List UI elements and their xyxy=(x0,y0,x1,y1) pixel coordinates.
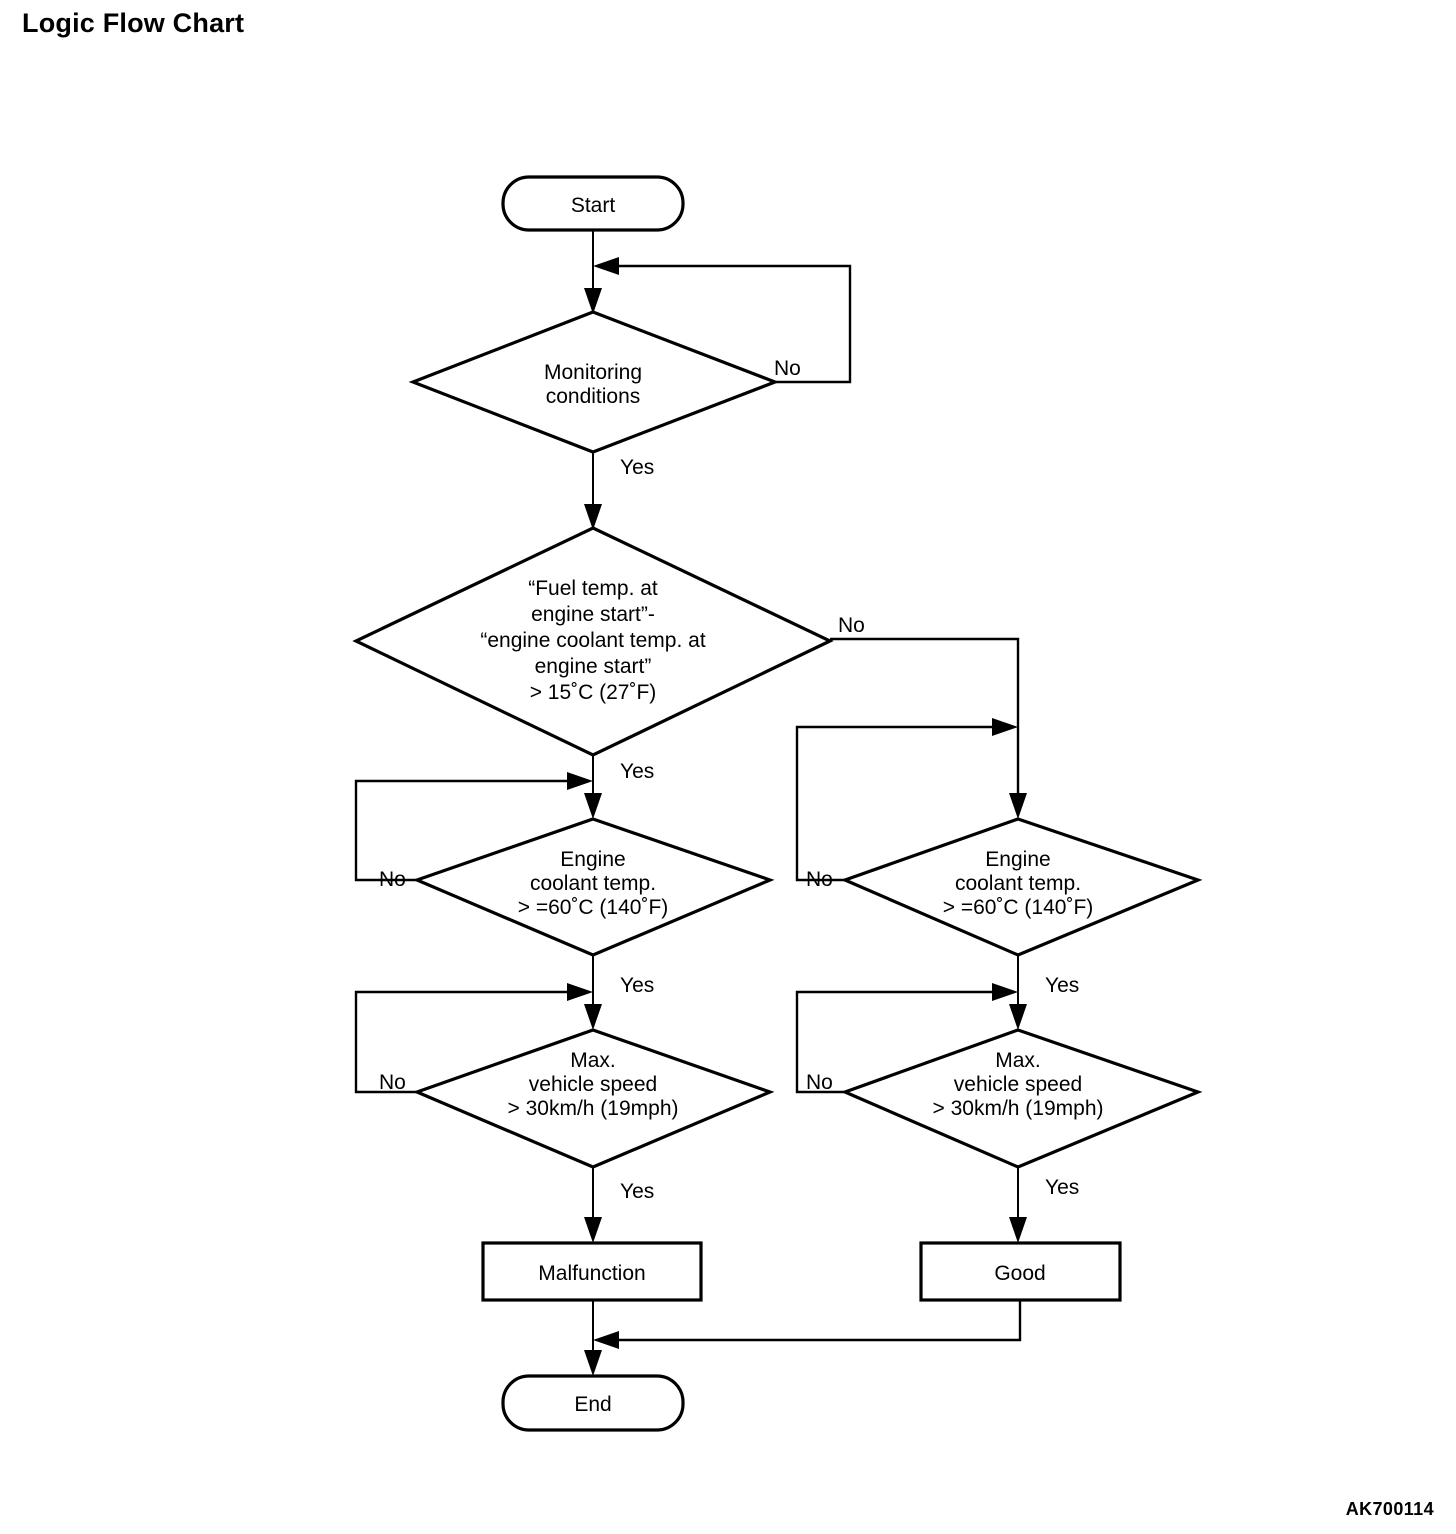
node-fuel-temp-line-5: > 15˚C (27˚F) xyxy=(530,681,657,704)
edge-coolant-left-no-loop xyxy=(354,772,593,882)
node-monitoring-conditions[interactable]: Monitoring conditions xyxy=(408,310,780,454)
node-speed-left-line-2: vehicle speed xyxy=(529,1073,657,1096)
node-coolant-left-line-1: Engine xyxy=(560,848,625,871)
node-malfunction[interactable]: Malfunction xyxy=(481,1241,703,1302)
node-good[interactable]: Good xyxy=(919,1241,1122,1302)
node-fuel-temp-line-1: “Fuel temp. at xyxy=(528,577,658,600)
edge-malfunction-to-end xyxy=(584,1300,602,1376)
edge-good-to-end xyxy=(593,1300,1022,1349)
node-speed-right-line-1: Max. xyxy=(995,1049,1041,1072)
node-end-label: End xyxy=(574,1393,611,1416)
edge-monitoring-yes xyxy=(584,452,602,530)
node-speed-right-line-3: > 30km/h (19mph) xyxy=(933,1097,1104,1120)
branch-label-speed-left-yes: Yes xyxy=(620,1180,654,1203)
edge-fueltemp-yes xyxy=(584,755,602,819)
node-vehicle-speed-right[interactable]: Max. vehicle speed > 30km/h (19mph) xyxy=(840,1028,1203,1169)
branch-label-speed-right-yes: Yes xyxy=(1045,1176,1079,1199)
node-good-label: Good xyxy=(994,1262,1045,1285)
branch-label-monitoring-no: No xyxy=(774,357,801,380)
node-coolant-right-line-1: Engine xyxy=(985,848,1050,871)
node-coolant-right-line-2: coolant temp. xyxy=(955,872,1081,895)
diagram-code: AK700114 xyxy=(1345,1499,1434,1519)
node-fuel-temp-line-3: “engine coolant temp. at xyxy=(480,629,705,652)
edge-start-to-monitoring xyxy=(584,230,602,314)
node-end[interactable]: End xyxy=(501,1374,685,1432)
edge-fueltemp-no xyxy=(830,637,1027,819)
node-malfunction-label: Malfunction xyxy=(538,1262,645,1285)
node-start-label: Start xyxy=(571,194,616,217)
edge-coolant-right-no-loop xyxy=(795,718,1018,882)
node-monitoring-line-2: conditions xyxy=(546,385,641,408)
edge-coolant-left-yes xyxy=(584,955,602,1030)
node-fuel-temp-line-2: engine start”- xyxy=(531,603,655,626)
node-fuel-temp[interactable]: “Fuel temp. at engine start”- “engine co… xyxy=(352,526,834,757)
edge-speed-left-no-loop xyxy=(354,983,593,1094)
node-speed-left-line-1: Max. xyxy=(570,1049,616,1072)
node-speed-left-line-3: > 30km/h (19mph) xyxy=(508,1097,679,1120)
branch-label-monitoring-yes: Yes xyxy=(620,456,654,479)
page-title: Logic Flow Chart xyxy=(22,8,245,38)
node-monitoring-line-1: Monitoring xyxy=(544,361,642,384)
node-start[interactable]: Start xyxy=(501,175,685,232)
branch-label-speed-left-no: No xyxy=(379,1071,406,1094)
node-coolant-temp-right[interactable]: Engine coolant temp. > =60˚C (140˚F) xyxy=(840,817,1203,957)
branch-label-coolant-right-no: No xyxy=(806,868,833,891)
branch-label-fueltemp-no: No xyxy=(838,614,865,637)
edge-speed-right-yes xyxy=(1009,1167,1027,1243)
branch-label-speed-right-no: No xyxy=(806,1071,833,1094)
node-coolant-right-line-3: > =60˚C (140˚F) xyxy=(943,896,1094,919)
edge-coolant-right-yes xyxy=(1009,955,1027,1030)
node-fuel-temp-line-4: engine start” xyxy=(535,655,652,678)
edge-speed-right-no-loop xyxy=(795,983,1018,1094)
branch-label-fueltemp-yes: Yes xyxy=(620,760,654,783)
node-coolant-left-line-3: > =60˚C (140˚F) xyxy=(518,896,669,919)
branch-label-coolant-left-yes: Yes xyxy=(620,974,654,997)
node-speed-right-line-2: vehicle speed xyxy=(954,1073,1082,1096)
node-coolant-temp-left[interactable]: Engine coolant temp. > =60˚C (140˚F) xyxy=(412,817,775,957)
node-coolant-left-line-2: coolant temp. xyxy=(530,872,656,895)
node-vehicle-speed-left[interactable]: Max. vehicle speed > 30km/h (19mph) xyxy=(412,1028,775,1169)
edge-monitoring-no-loop xyxy=(593,257,852,384)
branch-label-coolant-left-no: No xyxy=(379,868,406,891)
branch-label-coolant-right-yes: Yes xyxy=(1045,974,1079,997)
edge-speed-left-yes xyxy=(584,1167,602,1243)
